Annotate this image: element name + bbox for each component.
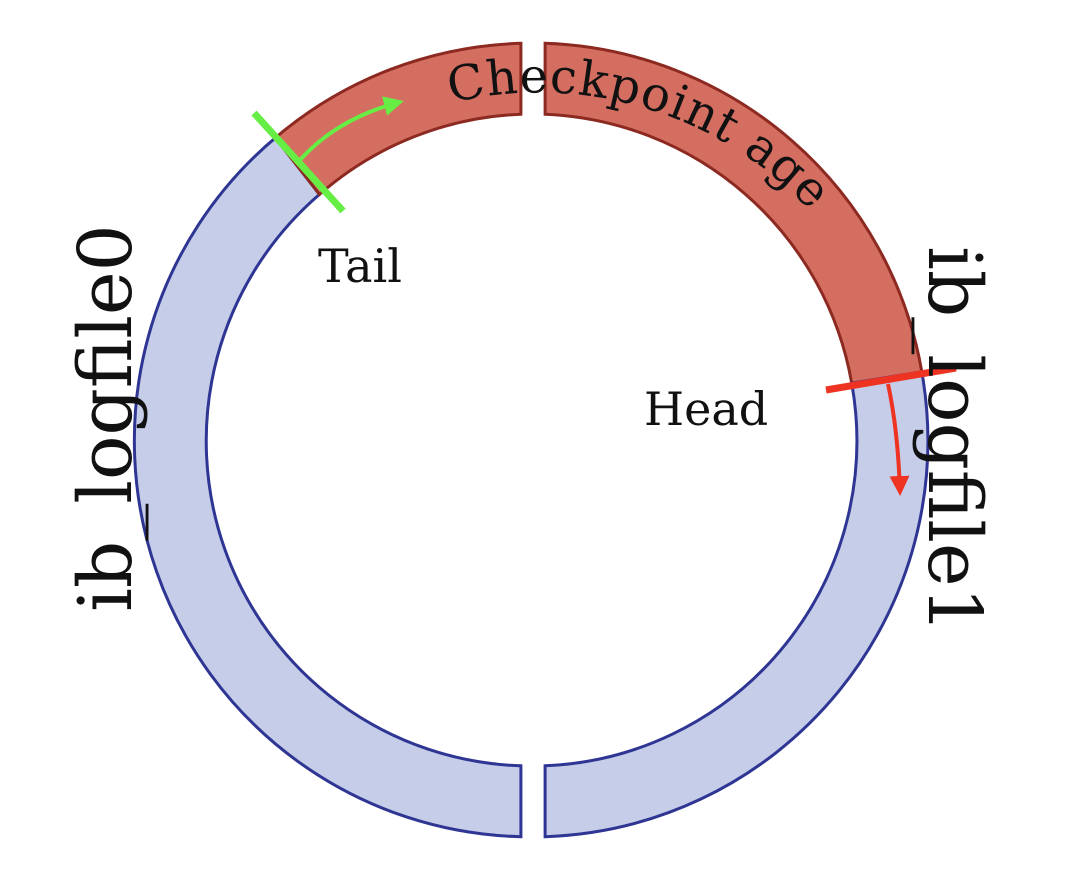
head-marker [825, 364, 957, 394]
tail-marker [251, 110, 346, 214]
logfile1-segment [543, 370, 930, 839]
head-arrow [886, 383, 910, 496]
logfile0-label: ib_logfile0 [63, 224, 149, 612]
logfile1-label: ib_logfile1 [911, 246, 997, 634]
logfile0-segment [132, 135, 523, 839]
checkpoint-age-segment-left [273, 41, 523, 197]
tail-arrow [298, 96, 404, 162]
head-label: Head [644, 382, 768, 436]
tail-label: Tail [318, 239, 402, 293]
